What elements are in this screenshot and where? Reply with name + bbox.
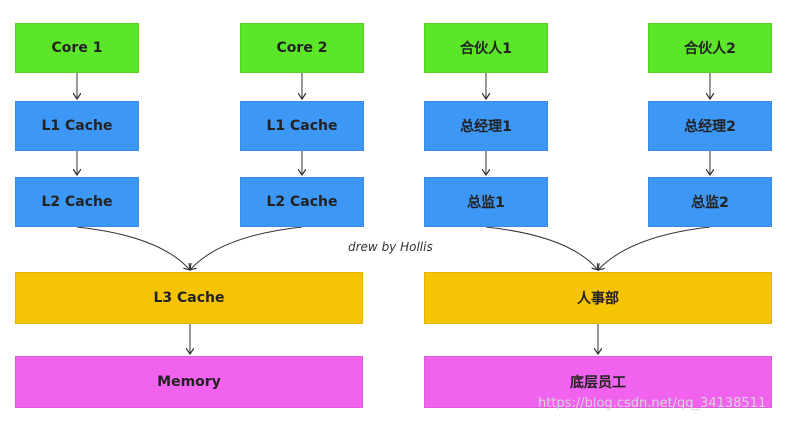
memory-box: Memory: [15, 356, 363, 408]
director-2-box: 总监2: [648, 177, 772, 227]
arrow-director2-to-hr: [598, 226, 711, 270]
l1-cache-box-1: L1 Cache: [15, 101, 139, 151]
l1-cache-box-2: L1 Cache: [240, 101, 364, 151]
partner-1-box: 合伙人1: [424, 23, 548, 73]
staff-box: 底层员工: [424, 356, 772, 408]
l3-cache-box: L3 Cache: [15, 272, 363, 324]
director-1-box: 总监1: [424, 177, 548, 227]
l2-cache-box-1: L2 Cache: [15, 177, 139, 227]
core-1-box: Core 1: [15, 23, 139, 73]
watermark-url: https://blog.csdn.net/qq_34138511: [538, 396, 767, 411]
general-manager-2-box: 总经理2: [648, 101, 772, 151]
core-2-box: Core 2: [240, 23, 364, 73]
general-manager-1-box: 总经理1: [424, 101, 548, 151]
arrow-l2a-to-l3: [76, 226, 190, 270]
arrow-director1-to-hr: [485, 226, 598, 270]
l2-cache-box-2: L2 Cache: [240, 177, 364, 227]
hr-department-box: 人事部: [424, 272, 772, 324]
author-signature: drew by Hollis: [348, 240, 433, 254]
arrow-l2b-to-l3: [190, 226, 303, 270]
partner-2-box: 合伙人2: [648, 23, 772, 73]
